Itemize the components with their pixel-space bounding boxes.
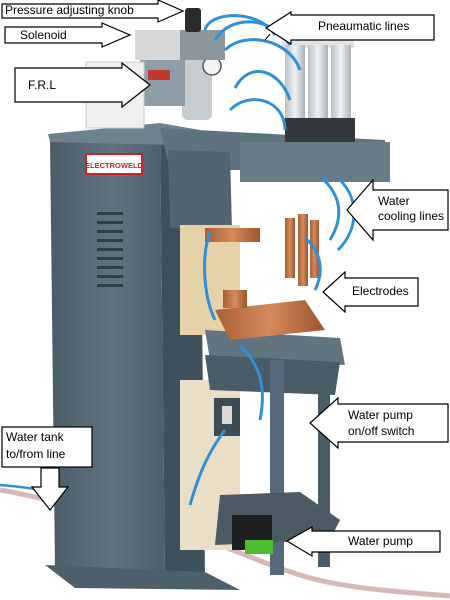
electrode-1 bbox=[285, 218, 295, 278]
vent-louvers bbox=[97, 212, 123, 287]
label-pneumatic: Pneaumatic lines bbox=[318, 19, 410, 33]
cylinder-3 bbox=[331, 45, 351, 120]
arrow-cooling bbox=[346, 178, 449, 242]
label-tank-2: to/from line bbox=[6, 447, 66, 461]
arrow-tank bbox=[30, 467, 70, 511]
label-electrodes: Electrodes bbox=[352, 284, 409, 298]
label-cooling-2: cooling lines bbox=[378, 209, 445, 223]
label-tank-1: Water tank bbox=[6, 430, 64, 444]
cylinder-rods bbox=[285, 118, 355, 142]
pump-green-plug bbox=[245, 540, 273, 554]
control-display bbox=[148, 70, 170, 80]
switch-toggle bbox=[222, 406, 232, 424]
label-pump: Water pump bbox=[348, 534, 413, 548]
lower-clamp bbox=[223, 290, 247, 308]
box-tank bbox=[1, 426, 93, 468]
cylinder-2 bbox=[308, 45, 328, 120]
cylinder-1 bbox=[285, 45, 305, 120]
upper-electrode-holder bbox=[205, 228, 260, 242]
arrow-pneumatic bbox=[264, 10, 435, 46]
annotation-shapes bbox=[1, 0, 449, 558]
label-switch-2: on/off switch bbox=[348, 424, 415, 438]
solenoid-valve bbox=[135, 30, 180, 60]
label-solenoid: Solenoid bbox=[20, 28, 67, 42]
arrow-pump bbox=[285, 525, 441, 558]
arrow-pressure-knob bbox=[1, 0, 185, 23]
arrow-solenoid bbox=[4, 22, 132, 48]
label-switch-1: Water pump bbox=[348, 408, 413, 422]
tubing bbox=[188, 14, 356, 506]
label-pressure-knob: Pressure adjusting knob bbox=[5, 3, 134, 17]
lower-electrode bbox=[215, 300, 325, 340]
upper-arm-plate bbox=[240, 142, 390, 182]
upper-arm-front bbox=[168, 150, 232, 230]
brand-plate-text: ELECTROWELD bbox=[85, 161, 143, 170]
arrow-frl bbox=[14, 61, 151, 109]
arrow-electrodes bbox=[322, 270, 419, 314]
brand-plate bbox=[85, 153, 143, 175]
cabinet-base bbox=[45, 565, 240, 590]
cabinet-front bbox=[50, 128, 165, 575]
label-frl: F.R.L bbox=[28, 78, 57, 92]
pressure-knob bbox=[185, 8, 201, 32]
electrode-2 bbox=[298, 214, 308, 286]
label-cooling-1: Water bbox=[378, 194, 410, 208]
connector-lines bbox=[264, 33, 271, 41]
frl-bowl bbox=[182, 58, 212, 120]
arrow-switch bbox=[309, 396, 449, 450]
